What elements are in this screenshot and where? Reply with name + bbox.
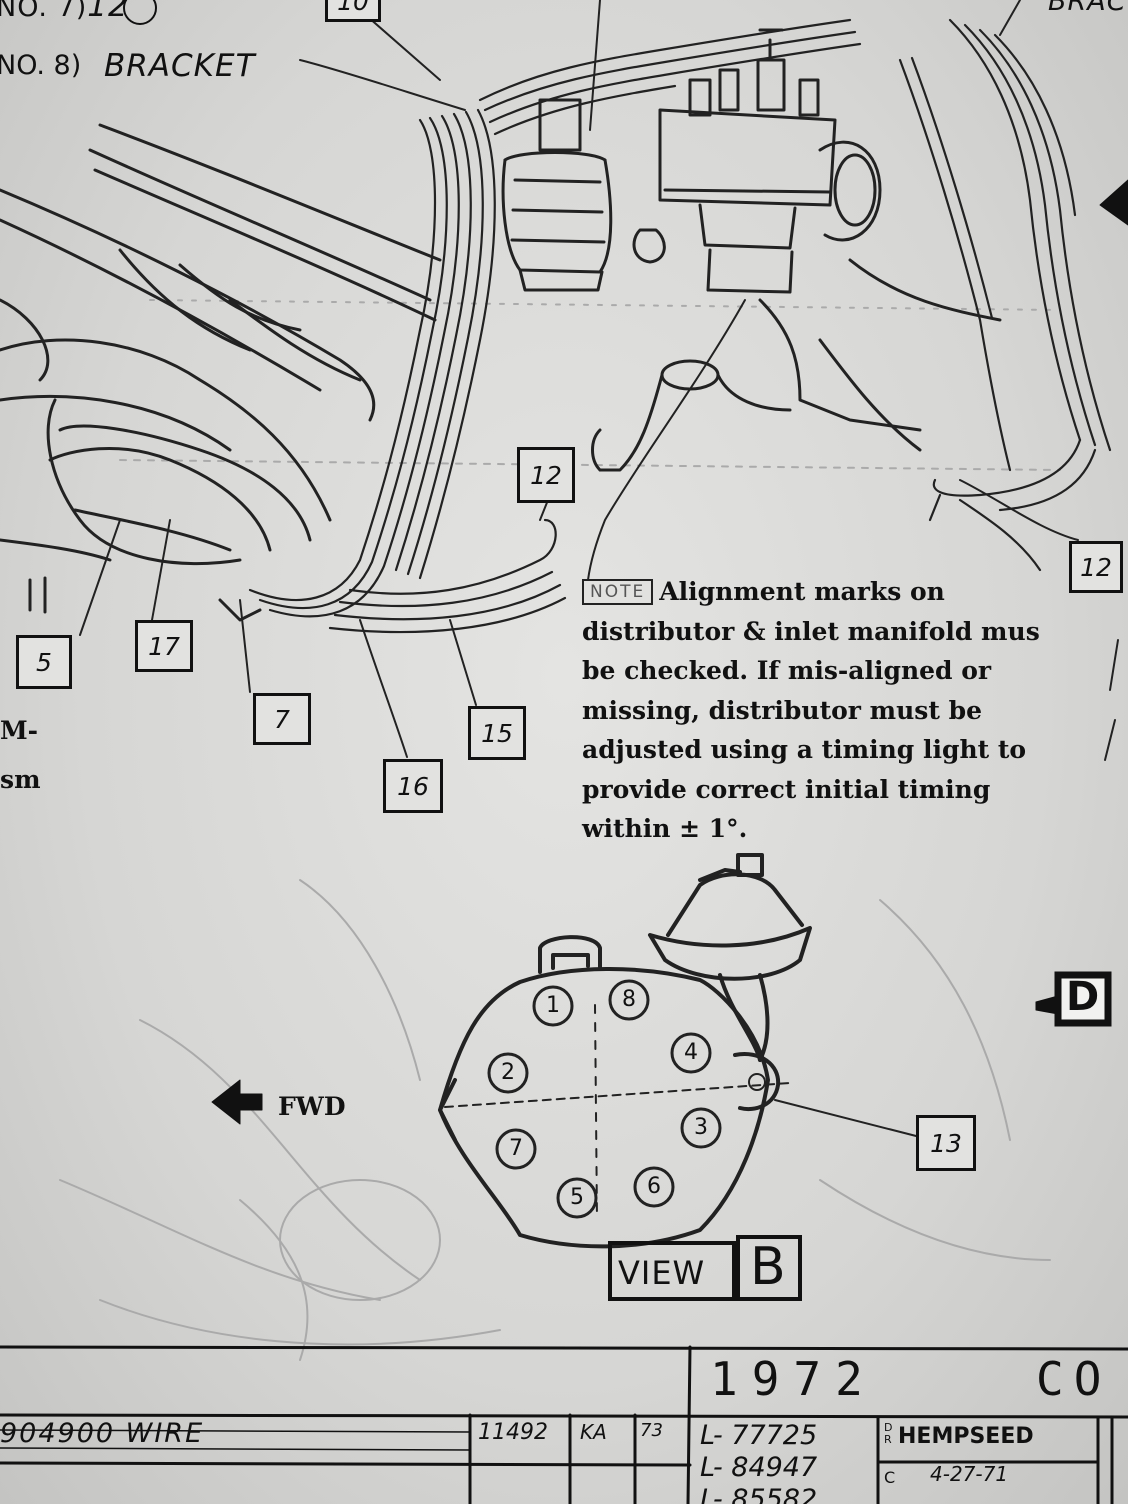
checked-prefix: C <box>884 1468 896 1487</box>
rev-line-1: L- 77725 <box>700 1420 818 1451</box>
cylinder-label: 3 <box>694 1115 708 1140</box>
note-tag: NOTE <box>582 579 654 605</box>
part-line: 904900 WIRE <box>0 1418 205 1449</box>
title-year: 1972 <box>710 1352 877 1406</box>
cylinder-label: 5 <box>570 1185 584 1210</box>
callout-17: 17 <box>135 620 193 672</box>
callout-12-right: 12 <box>1069 541 1123 593</box>
rev-line-2: L- 84947 <box>700 1452 818 1483</box>
cylinder-label: 6 <box>647 1174 661 1199</box>
note-line-6: provide correct initial timing <box>582 774 991 804</box>
view-word: VIEW <box>618 1254 706 1292</box>
label-bracket-right: BRAC <box>1048 0 1127 17</box>
fwd-label: FWD <box>278 1092 346 1121</box>
callout-12-center: 12 <box>517 447 575 503</box>
drawn-prefix: D R <box>884 1421 893 1446</box>
view-d-letter: D <box>1066 974 1100 1020</box>
rev-line-3: L- 85582 <box>700 1484 818 1504</box>
note-line-7: within ± 1°. <box>582 814 748 843</box>
title-fragment: CO <box>1036 1352 1112 1406</box>
part-num-3: 73 <box>640 1420 663 1441</box>
label-no7-value: 12 <box>87 0 129 24</box>
callout-15: 15 <box>468 706 526 760</box>
callout-7: 7 <box>253 693 311 745</box>
note-line-1: Alignment marks on <box>659 577 945 606</box>
label-no8-prefix: NO. 8) <box>0 50 82 81</box>
callout-13: 13 <box>916 1115 976 1171</box>
cylinder-label: 1 <box>546 993 560 1018</box>
part-num-2: KA <box>580 1420 607 1444</box>
note-line-5: adjusted using a timing light to <box>582 735 1027 764</box>
label-no7-prefix: NO. 7) <box>0 0 88 23</box>
left-fragment-2: sm <box>0 765 41 794</box>
cylinder-label: 7 <box>509 1136 523 1161</box>
cylinder-label: 2 <box>501 1060 515 1085</box>
note-line-2: distributor & inlet manifold mus <box>582 616 1040 646</box>
view-letter: B <box>750 1237 786 1297</box>
checked-date: 4-27-71 <box>930 1462 1009 1486</box>
part-num-1: 11492 <box>478 1420 548 1445</box>
left-fragment-1: M- <box>0 716 39 745</box>
cylinder-label: 4 <box>684 1040 698 1065</box>
note-line-3: be checked. If mis-aligned or <box>582 656 992 685</box>
callout-16: 16 <box>383 759 443 813</box>
callout-10: 10 <box>325 0 381 22</box>
callout-5: 5 <box>16 635 72 689</box>
cylinder-label: 8 <box>622 987 636 1012</box>
note-line-4: missing, distributor must be <box>582 695 983 725</box>
drawn-by: HEMPSEED <box>898 1424 1034 1449</box>
label-bracket-left: BRACKET <box>104 48 256 84</box>
